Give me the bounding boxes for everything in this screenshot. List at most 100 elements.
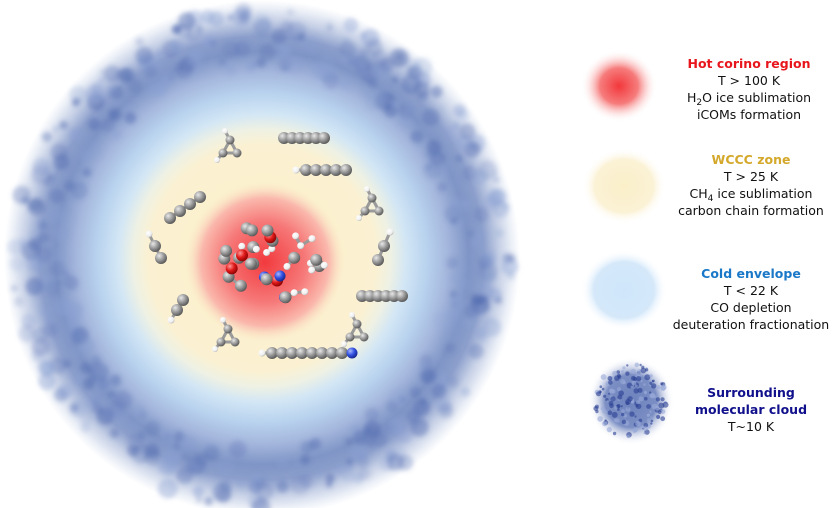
cloud-speckle — [59, 212, 74, 227]
cloud-speckle — [660, 397, 665, 402]
cloud-speckle — [464, 303, 479, 318]
atom — [167, 316, 175, 324]
cloud-speckle — [602, 409, 607, 414]
cloud-speckle — [12, 185, 31, 205]
cloud-speckle — [603, 394, 607, 398]
cloud-speckle — [371, 49, 390, 68]
atom — [274, 270, 286, 282]
atom — [164, 212, 176, 224]
atom — [218, 148, 228, 158]
cloud-speckle — [69, 85, 87, 104]
cloud-speckle — [594, 404, 599, 409]
cyanopolyyne-molecule — [258, 347, 358, 359]
cloud-speckle — [630, 375, 636, 381]
cloud-speckle — [271, 28, 287, 45]
cloud-speckle — [252, 473, 262, 483]
atom — [306, 347, 318, 359]
cloud-speckle — [433, 159, 452, 178]
cloud-speckle — [80, 337, 96, 353]
atom — [290, 289, 298, 297]
cloud-speckle — [333, 464, 345, 476]
cloud-speckle — [163, 448, 182, 466]
cloud-speckle — [651, 383, 657, 389]
atom — [288, 251, 301, 264]
cloud-speckle — [626, 435, 630, 439]
atom — [212, 346, 218, 352]
cloud-speckle — [643, 432, 646, 435]
cloud-speckle — [638, 396, 644, 402]
cloud-speckle — [251, 497, 271, 508]
cloud-speckle — [649, 410, 652, 413]
cloud-speckle — [392, 77, 399, 83]
atom — [297, 242, 305, 250]
hot-corino-layer — [183, 180, 347, 344]
cloud-speckle — [245, 61, 257, 73]
cloud-speckle — [259, 43, 277, 61]
cloud-speckle — [608, 392, 610, 395]
cloud-speckle — [662, 401, 669, 408]
atom — [252, 245, 260, 253]
atom — [171, 304, 183, 316]
envelope-layers — [4, 0, 520, 508]
cloud-speckle — [325, 480, 333, 488]
cloud-speckle — [649, 381, 653, 385]
atom — [220, 317, 226, 323]
cloud-speckle — [157, 478, 178, 499]
cloud-speckle — [621, 419, 627, 425]
cloud-speckle — [94, 94, 101, 102]
cloud-speckle — [170, 442, 177, 449]
cloud-speckle — [650, 416, 653, 419]
atom — [349, 312, 355, 318]
cloud-speckle — [18, 324, 36, 343]
cloud-speckle — [319, 64, 335, 80]
cloud-speckle — [409, 386, 421, 398]
cloud-speckle — [300, 440, 314, 454]
cloud-speckle — [196, 25, 203, 32]
atom — [263, 249, 271, 256]
atom — [230, 337, 240, 347]
cloud-speckle — [88, 118, 101, 131]
cloud-speckle — [103, 65, 121, 83]
cloud-speckle — [287, 8, 294, 16]
cloud-speckle — [637, 387, 643, 393]
cloud-speckle — [487, 188, 507, 207]
cloud-speckle — [70, 403, 80, 413]
atom — [292, 232, 300, 240]
cyclic-molecule — [341, 312, 369, 347]
legend-title: Hot corino region — [687, 56, 811, 71]
cloud-speckle — [340, 55, 347, 62]
cloud-speckle — [203, 32, 219, 48]
cloud-speckle — [410, 418, 429, 437]
cloud-speckle — [459, 123, 476, 140]
cloud-speckle — [10, 284, 18, 292]
cloud-speckle — [82, 168, 92, 177]
atom — [326, 347, 338, 359]
cloud-speckle — [358, 47, 368, 57]
cloud-speckle — [248, 480, 262, 494]
cloud-speckle — [482, 317, 502, 337]
cloud-speckle — [63, 359, 72, 368]
cloud-speckle — [222, 40, 240, 59]
cloud-speckle — [177, 12, 196, 30]
cloud-speckle — [86, 96, 95, 105]
cloud-speckle — [341, 36, 351, 47]
atom — [359, 332, 369, 342]
cloud-speckle — [602, 421, 608, 427]
cloud-speckle — [610, 396, 616, 402]
atom — [260, 273, 273, 286]
legend-line: CO depletion — [710, 300, 792, 315]
cloud-speckle — [395, 425, 413, 444]
cloud-speckle — [634, 415, 637, 418]
cloud-speckle — [256, 57, 267, 68]
cloud-speckle — [655, 397, 661, 402]
cloud-speckle — [446, 257, 459, 269]
cloud-speckle — [493, 176, 500, 184]
cloud-speckle — [457, 262, 469, 274]
cloud-speckle — [635, 420, 641, 427]
cloud-speckle — [620, 379, 626, 385]
cloud-speckle — [660, 384, 667, 391]
legend-line: CH4 ice sublimation — [689, 186, 813, 204]
atom — [286, 347, 298, 359]
complex-organic-molecules — [218, 222, 328, 304]
cloud-speckle — [144, 448, 161, 466]
